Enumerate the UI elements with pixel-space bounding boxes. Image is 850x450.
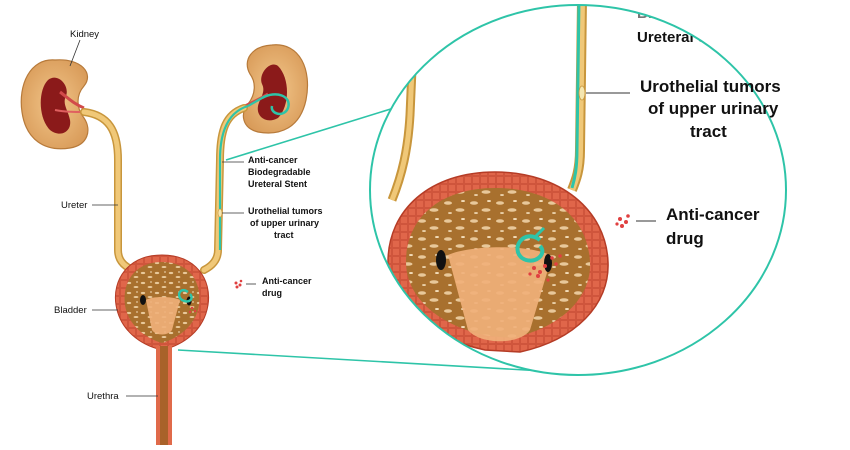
label-ureter: Ureter xyxy=(61,200,87,211)
label-bladder: Bladder xyxy=(54,305,87,316)
zoom-view: Biode Ureteral Stent xyxy=(370,5,786,375)
zoom-label-drug-2: drug xyxy=(666,229,704,248)
label-tumor-1: Urothelial tumors xyxy=(248,206,323,216)
zoom-connector-top xyxy=(225,107,395,161)
ureteral-stent xyxy=(218,104,249,250)
zoom-label-tumor-1: Urothelial tumors xyxy=(640,77,781,96)
zoom-connector-bottom xyxy=(177,349,561,373)
ureter-orifice-left xyxy=(140,295,146,305)
bladder-small xyxy=(114,254,210,351)
left-kidney xyxy=(20,59,89,150)
right-kidney xyxy=(239,44,309,134)
zoom-ureter-tumor xyxy=(578,85,586,101)
label-urethra: Urethra xyxy=(87,391,119,402)
drug-icon-zoom xyxy=(615,214,630,228)
zoom-orifice-left xyxy=(436,250,446,270)
urethra-tube xyxy=(156,346,172,445)
label-tumor-3: tract xyxy=(274,230,294,240)
zoom-stent xyxy=(570,5,581,189)
label-stent-3: Ureteral Stent xyxy=(248,179,307,189)
label-drug-2: drug xyxy=(262,288,282,298)
stent-pigtail-bladder xyxy=(177,288,193,303)
label-kidney: Kidney xyxy=(70,29,99,40)
label-tumor-2: of upper urinary xyxy=(250,218,319,228)
label-stent-1: Anti-cancer xyxy=(248,155,298,165)
zoom-circle-outline xyxy=(369,4,787,376)
zoom-stent-pigtail xyxy=(515,234,545,263)
stent-pigtail-upper xyxy=(261,93,290,116)
zoom-label-tumor-2: of upper urinary xyxy=(648,99,779,118)
zoom-label-drug-1: Anti-cancer xyxy=(666,205,760,224)
zoom-drug-dots xyxy=(528,254,562,282)
kidney-leader xyxy=(69,39,81,67)
left-ureter xyxy=(80,108,142,276)
zoom-label-tumor-3: tract xyxy=(690,122,727,141)
label-drug-1: Anti-cancer xyxy=(262,276,312,286)
label-stent-2: Biodegradable xyxy=(248,167,311,177)
ureter-tumor xyxy=(217,208,223,218)
drug-icon-small xyxy=(234,279,243,289)
